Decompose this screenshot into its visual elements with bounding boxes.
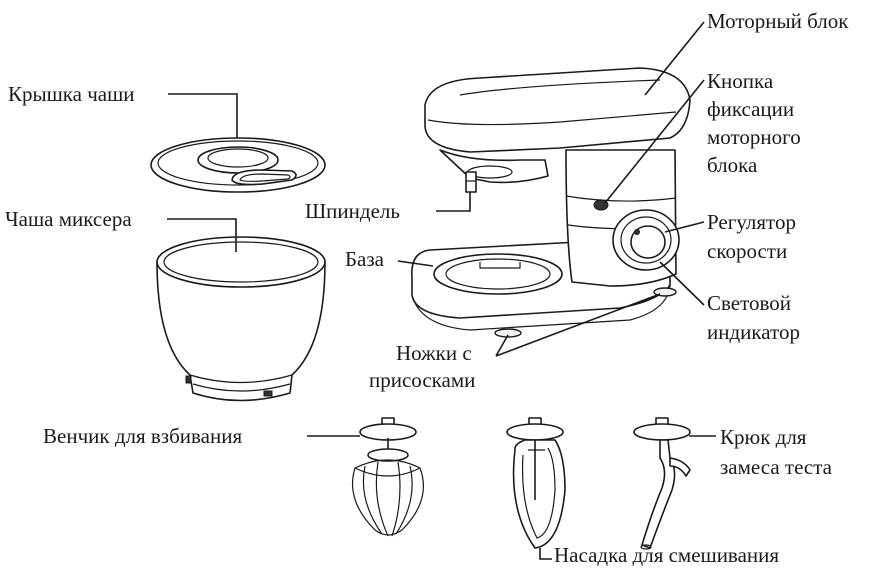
beater-illustration [507, 418, 565, 548]
label-feet-2: присосками [369, 368, 475, 392]
stand-mixer-illustration [412, 68, 690, 337]
label-lock-button-1: Кнопка [707, 69, 774, 93]
label-lock-button-4: блока [707, 153, 758, 177]
leader-beater [540, 548, 552, 559]
label-speed-knob-1: Регулятор [707, 210, 796, 234]
label-spindle: Шпиндель [305, 199, 400, 223]
label-motor-block: Моторный блок [707, 9, 849, 33]
label-whisk: Венчик для взбивания [43, 424, 242, 448]
leader-spindle [436, 192, 470, 211]
label-beater: Насадка для смешивания [554, 543, 779, 567]
label-dough-hook-1: Крюк для [720, 425, 807, 449]
leader-bowl-lid [168, 94, 237, 138]
label-lock-button-3: моторного [707, 125, 801, 149]
label-dough-hook-2: замеса теста [720, 455, 833, 479]
label-bowl: Чаша миксера [5, 207, 132, 231]
label-light-2: индикатор [707, 320, 800, 344]
bowl-lid-illustration [151, 138, 325, 192]
label-lock-button-2: фиксации [707, 97, 794, 121]
label-feet-1: Ножки с [396, 341, 472, 365]
mixer-bowl-illustration [157, 237, 325, 401]
label-base: База [345, 247, 385, 271]
label-bowl-lid: Крышка чаши [8, 82, 135, 106]
whisk-illustration [353, 418, 424, 536]
label-light-1: Световой [707, 291, 791, 315]
dough-hook-illustration [634, 418, 690, 549]
label-speed-knob-2: скорости [707, 239, 787, 263]
